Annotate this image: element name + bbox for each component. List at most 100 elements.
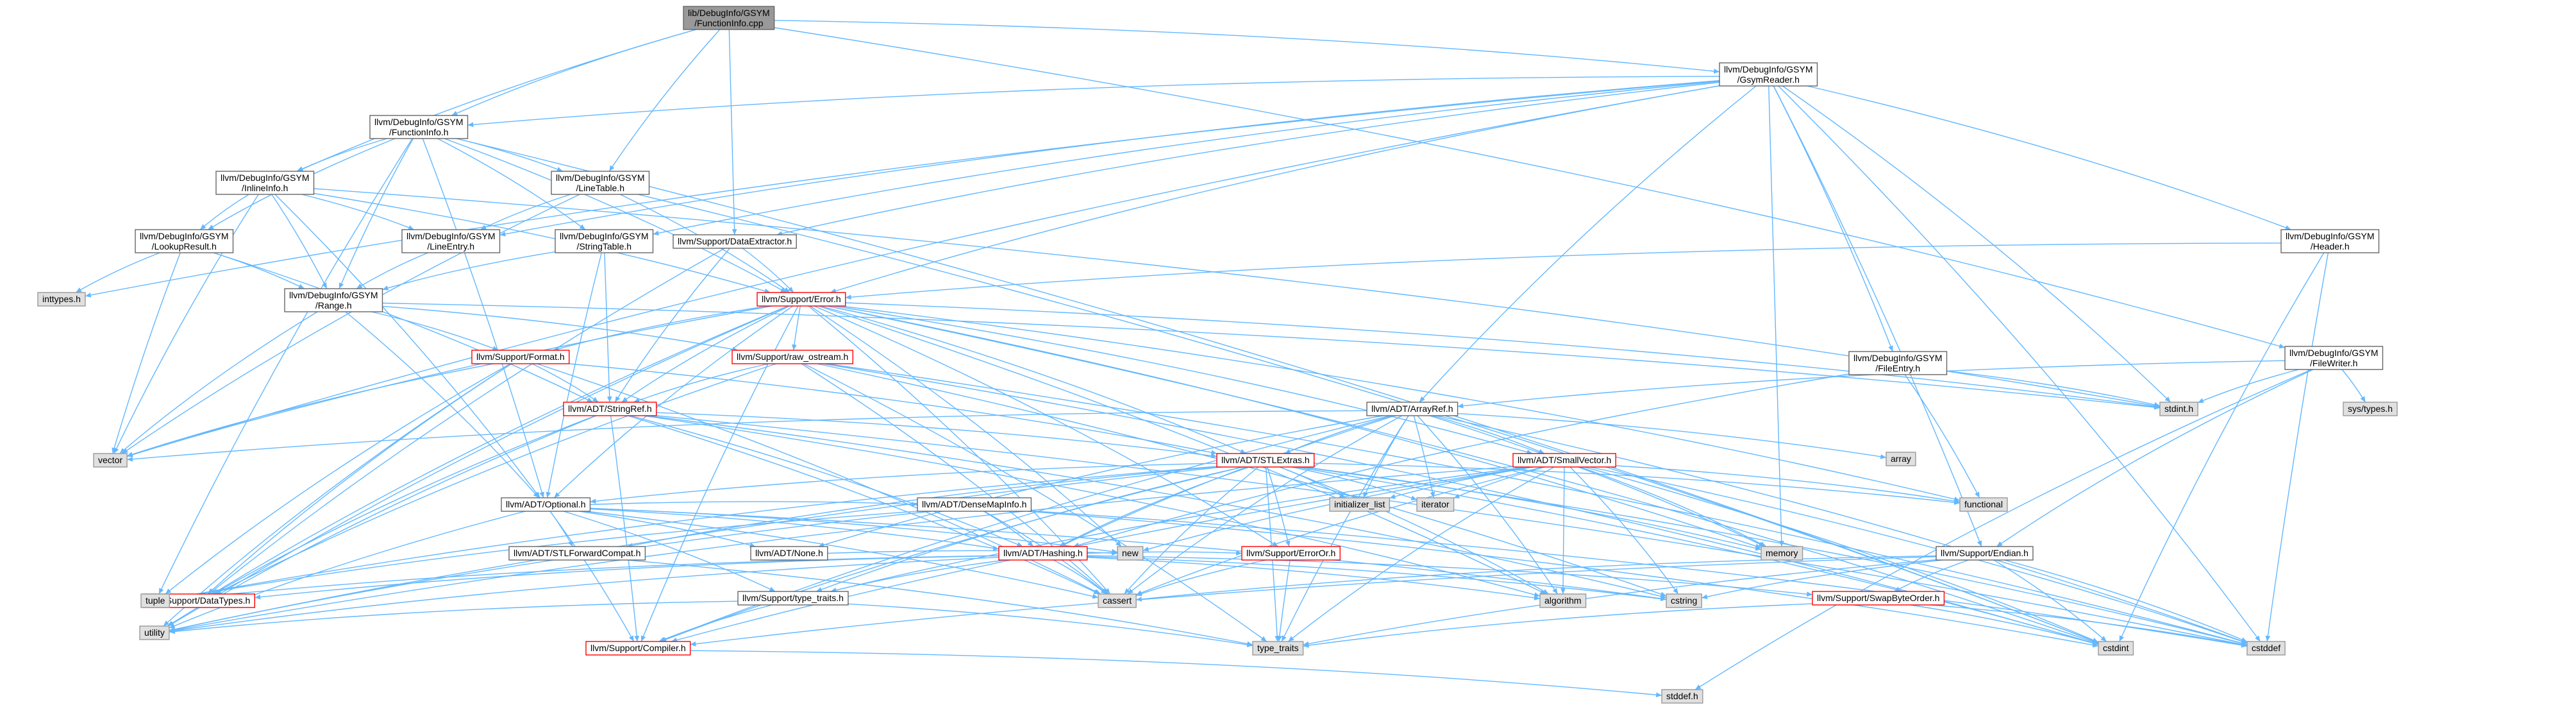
- edge-densemapinfo-to-utility: [169, 511, 932, 632]
- node-dataextractor[interactable]: llvm/Support/DataExtractor.h: [673, 234, 797, 249]
- node-label: /Range.h: [315, 300, 352, 310]
- node-optional[interactable]: llvm/ADT/Optional.h: [501, 497, 591, 512]
- node-box: [757, 292, 846, 307]
- node-label: llvm/ADT/SmallVector.h: [1518, 455, 1611, 465]
- nodes-layer: lib/DebugInfo/GSYM/FunctionInfo.cpp llvm/…: [37, 6, 2398, 704]
- node-typetraits[interactable]: llvm/Support/type_traits.h: [737, 591, 849, 606]
- node-lookupresult[interactable]: llvm/DebugInfo/GSYM/LookupResult.h: [135, 229, 234, 253]
- node-new[interactable]: new: [1117, 546, 1144, 561]
- node-label: llvm/ADT/STLForwardCompat.h: [514, 548, 640, 558]
- node-label: llvm/DebugInfo/GSYM: [406, 231, 496, 241]
- node-cstring[interactable]: cstring: [1666, 593, 1702, 608]
- edge-inlineinfo-to-vector: [113, 194, 259, 454]
- node-fileentry[interactable]: llvm/DebugInfo/GSYM/FileEntry.h: [1848, 351, 1948, 375]
- edge-optional-to-new: [590, 507, 1118, 554]
- node-functional[interactable]: functional: [1959, 497, 2008, 512]
- node-label: llvm/DebugInfo/GSYM: [556, 173, 645, 183]
- node-gsymreader[interactable]: llvm/DebugInfo/GSYM/GsymReader.h: [1719, 62, 1818, 87]
- node-filewriter[interactable]: llvm/DebugInfo/GSYM/FileWriter.h: [2284, 346, 2384, 370]
- node-cassert[interactable]: cassert: [1098, 593, 1137, 608]
- node-iterator[interactable]: iterator: [1416, 497, 1455, 512]
- node-box: [673, 234, 797, 249]
- node-cstddef[interactable]: cstddef: [2246, 641, 2286, 656]
- node-compiler[interactable]: llvm/Support/Compiler.h: [585, 641, 691, 656]
- edge-error-to-optional: [553, 305, 794, 498]
- node-box: [508, 546, 646, 561]
- edge-gsymreader-to-inttypes: [85, 80, 1720, 298]
- node-arrayref[interactable]: llvm/ADT/ArrayRef.h: [1366, 402, 1459, 416]
- node-stlextras[interactable]: llvm/ADT/STLExtras.h: [1216, 453, 1315, 468]
- node-algorithm[interactable]: algorithm: [1539, 593, 1587, 608]
- node-vector[interactable]: vector: [93, 453, 128, 468]
- node-box: [555, 229, 654, 253]
- node-label: llvm/Support/Compiler.h: [590, 643, 686, 653]
- edge-rawostream-to-datatypes: [215, 363, 776, 595]
- node-cstdint[interactable]: cstdint: [2098, 641, 2134, 656]
- node-label: /FunctionInfo.h: [389, 127, 449, 137]
- node-box: [1661, 689, 1703, 704]
- node-stddef[interactable]: stddef.h: [1661, 689, 1703, 704]
- node-label: llvm/DebugInfo/GSYM: [1853, 353, 1943, 363]
- node-tuple[interactable]: tuple: [140, 593, 171, 608]
- node-box: [1416, 497, 1455, 512]
- edge-arrayref-to-compiler: [660, 415, 1391, 642]
- node-functioninfo[interactable]: llvm/DebugInfo/GSYM/FunctionInfo.h: [369, 115, 469, 139]
- edge-functioninfo-to-error: [444, 138, 787, 293]
- node-typetraitsstd[interactable]: type_traits: [1252, 641, 1304, 656]
- edge-range-to-format: [371, 311, 499, 351]
- edge-arrayref-to-vector: [127, 410, 1367, 462]
- edge-swapbyteorder-to-typetraitsstd: [1303, 603, 1813, 648]
- edge-hashing-to-erroror: [1087, 550, 1242, 556]
- node-header[interactable]: llvm/DebugInfo/GSYM/Header.h: [2280, 229, 2380, 253]
- node-datatypes[interactable]: llvm/Support/DataTypes.h: [142, 593, 255, 608]
- node-none[interactable]: llvm/ADT/None.h: [750, 546, 828, 561]
- node-box: [1098, 593, 1137, 608]
- edge-fileentry-to-hashing: [1073, 373, 1850, 548]
- node-systypes[interactable]: sys/types.h: [2343, 402, 2398, 416]
- edge-smallvector-to-new: [1142, 466, 1534, 552]
- edge-optional-to-cstring: [590, 507, 1667, 601]
- node-box: [2284, 346, 2384, 370]
- edge-typetraits-to-compiler: [658, 604, 773, 642]
- node-box: [737, 591, 849, 606]
- edge-functioninfo-to-inlineinfo: [296, 138, 387, 172]
- node-memory[interactable]: memory: [1761, 546, 1803, 561]
- node-linetable[interactable]: llvm/DebugInfo/GSYM/LineTable.h: [551, 171, 650, 195]
- node-initializerlist[interactable]: initializer_list: [1329, 497, 1391, 512]
- node-box: [135, 229, 234, 253]
- node-root[interactable]: lib/DebugInfo/GSYM/FunctionInfo.cpp: [683, 6, 775, 30]
- node-densemapinfo[interactable]: llvm/ADT/DenseMapInfo.h: [917, 497, 1032, 512]
- edge-gsymreader-to-functioninfo: [467, 76, 1720, 128]
- node-error[interactable]: llvm/Support/Error.h: [757, 292, 846, 307]
- node-format[interactable]: llvm/Support/Format.h: [471, 350, 570, 364]
- node-label: llvm/ADT/None.h: [755, 548, 823, 558]
- node-label: llvm/DebugInfo/GSYM: [2289, 348, 2379, 358]
- node-inttypes[interactable]: inttypes.h: [37, 292, 86, 307]
- edge-endian-to-cstdint: [1993, 559, 2107, 642]
- node-smallvector[interactable]: llvm/ADT/SmallVector.h: [1512, 453, 1616, 468]
- node-array[interactable]: array: [1886, 452, 1916, 466]
- edge-hashing-to-typetraits: [830, 559, 1006, 593]
- edge-range-to-stdint: [382, 302, 2161, 410]
- node-hashing[interactable]: llvm/ADT/Hashing.h: [998, 546, 1088, 561]
- node-inlineinfo[interactable]: llvm/DebugInfo/GSYM/InlineInfo.h: [215, 171, 315, 195]
- node-lineentry[interactable]: llvm/DebugInfo/GSYM/LineEntry.h: [401, 229, 501, 253]
- node-endian[interactable]: llvm/Support/Endian.h: [1936, 546, 2034, 561]
- node-label: /FileWriter.h: [2310, 358, 2357, 368]
- node-rawostream[interactable]: llvm/Support/raw_ostream.h: [732, 350, 853, 364]
- node-stlforwardcompat[interactable]: llvm/ADT/STLForwardCompat.h: [508, 546, 646, 561]
- edge-functioninfo-to-stringtable: [437, 138, 586, 230]
- node-range[interactable]: llvm/DebugInfo/GSYM/Range.h: [284, 288, 383, 312]
- node-erroror[interactable]: llvm/Support/ErrorOr.h: [1241, 546, 1341, 561]
- node-utility[interactable]: utility: [139, 625, 170, 640]
- edge-root-to-filewriter: [774, 27, 2286, 349]
- node-stdint[interactable]: stdint.h: [2159, 402, 2198, 416]
- edge-functioninfo-to-optional: [422, 138, 544, 498]
- node-stringtable[interactable]: llvm/DebugInfo/GSYM/StringTable.h: [555, 229, 654, 253]
- node-swapbyteorder[interactable]: llvm/Support/SwapByteOrder.h: [1812, 591, 1945, 606]
- node-box: [1366, 402, 1459, 416]
- node-label: llvm/Support/type_traits.h: [742, 593, 844, 603]
- node-stringref[interactable]: llvm/ADT/StringRef.h: [563, 402, 657, 416]
- node-box: [1216, 453, 1315, 468]
- edge-range-to-vector: [119, 311, 318, 454]
